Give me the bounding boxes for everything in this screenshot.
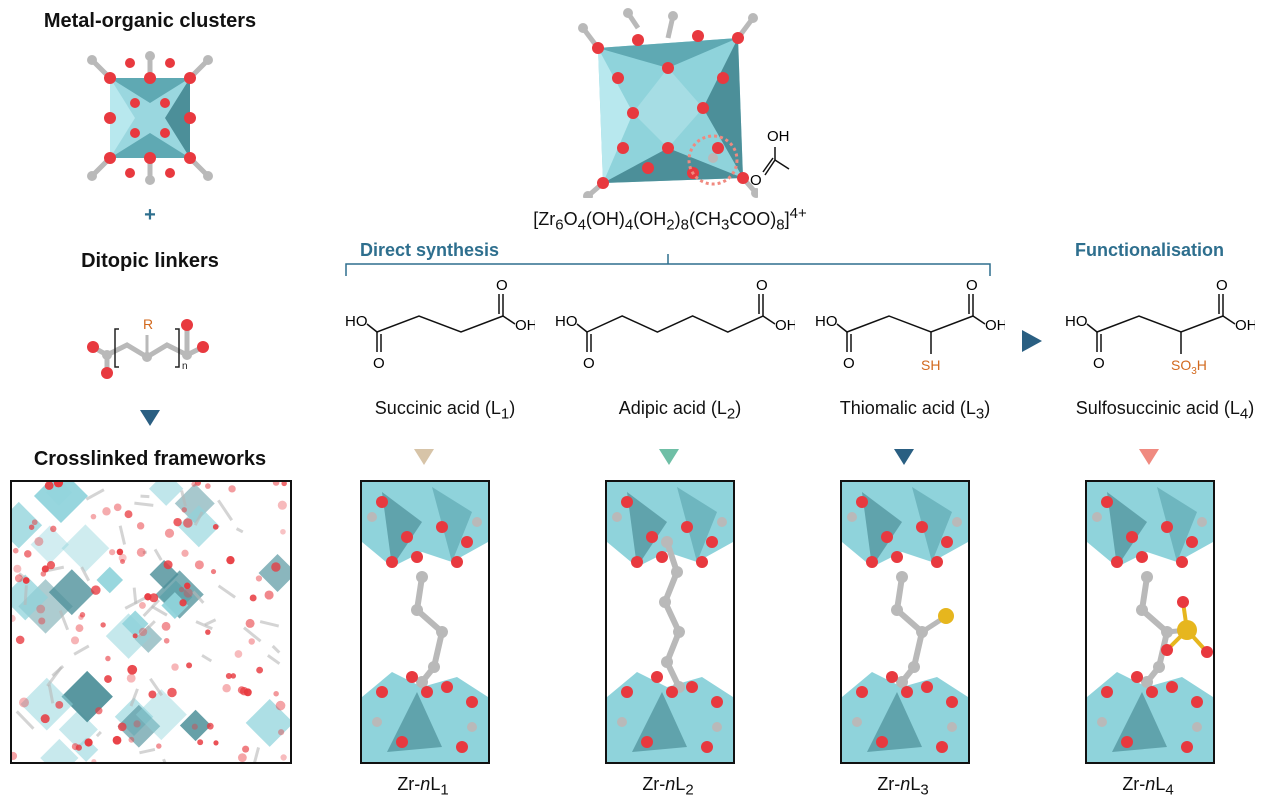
direct-synthesis-bracket [345,254,991,276]
structure-panel-1 [360,480,490,764]
carbonyl-o-label: O [1093,355,1105,372]
linker-name-1: Succinic acid (L1) [374,398,516,423]
down-triangle-icon [894,449,914,465]
structure-panel-2 [605,480,735,764]
product-label-2: Zr-nL2 [642,774,694,799]
ho-label: HO [1065,313,1088,330]
linker-n-label: n [182,361,188,372]
linker-structure-3: HO OH O O SH [815,280,1005,380]
carbonyl-o-label: O [373,355,385,372]
oh-label: OH [985,317,1005,334]
functionalisation-label: Functionalisation [1075,240,1225,260]
oh-label: OH [515,317,535,334]
carbonyl-o-label: O [966,280,978,294]
down-triangle-icon [414,449,434,465]
acetic-o-label: O [750,172,762,189]
linkers-title: Ditopic linkers [81,250,219,272]
oh-label: OH [1235,317,1255,334]
ho-label: HO [555,313,578,330]
clusters-title: Metal-organic clusters [43,10,257,32]
zr-cluster-image [578,8,758,198]
carbonyl-o-label: O [843,355,855,372]
linker-icon: R n [87,316,209,379]
linker-structure-4: HO OH O O SO3H [1065,280,1255,380]
linker-structure-2: HO OH O O [555,280,795,380]
carbonyl-o-label: O [496,280,508,294]
linker-name-4: Sulfosuccinic acid (L4) [1075,398,1255,423]
structure-panel-4 [1085,480,1215,764]
acetic-acid-structure: OH O [750,128,790,189]
linker-name-3: Thiomalic acid (L3) [839,398,991,423]
plus-sign: + [144,204,156,226]
direct-synthesis-label: Direct synthesis [360,240,500,260]
down-triangle-icon [659,449,679,465]
linker-name-2: Adipic acid (L2) [618,398,742,423]
frameworks-title: Crosslinked frameworks [33,448,267,470]
acetic-oh-label: OH [767,128,790,145]
cluster-formula: [Zr6O4(OH)4(OH2)8(CH3COO)8]4+ [533,205,807,234]
linker-r-label: R [143,316,153,332]
linker-structure-1: HO OH O O [345,280,535,380]
framework-panel [10,480,292,764]
substituent-label: SH [921,357,940,373]
down-triangle-icon [140,410,160,426]
substituent-label: SO3H [1171,357,1207,377]
ho-label: HO [345,313,368,330]
right-triangle-icon [1022,330,1042,352]
cluster-icon [87,51,213,185]
down-triangle-icon [1139,449,1159,465]
oh-label: OH [775,317,795,334]
carbonyl-o-label: O [583,355,595,372]
structure-panel-3 [840,480,970,764]
framework-lattice [12,482,290,762]
product-label-4: Zr-nL4 [1122,774,1174,799]
carbonyl-o-label: O [756,280,768,294]
product-label-1: Zr-nL1 [397,774,449,799]
carbonyl-o-label: O [1216,280,1228,294]
ho-label: HO [815,313,838,330]
product-label-3: Zr-nL3 [877,774,929,799]
